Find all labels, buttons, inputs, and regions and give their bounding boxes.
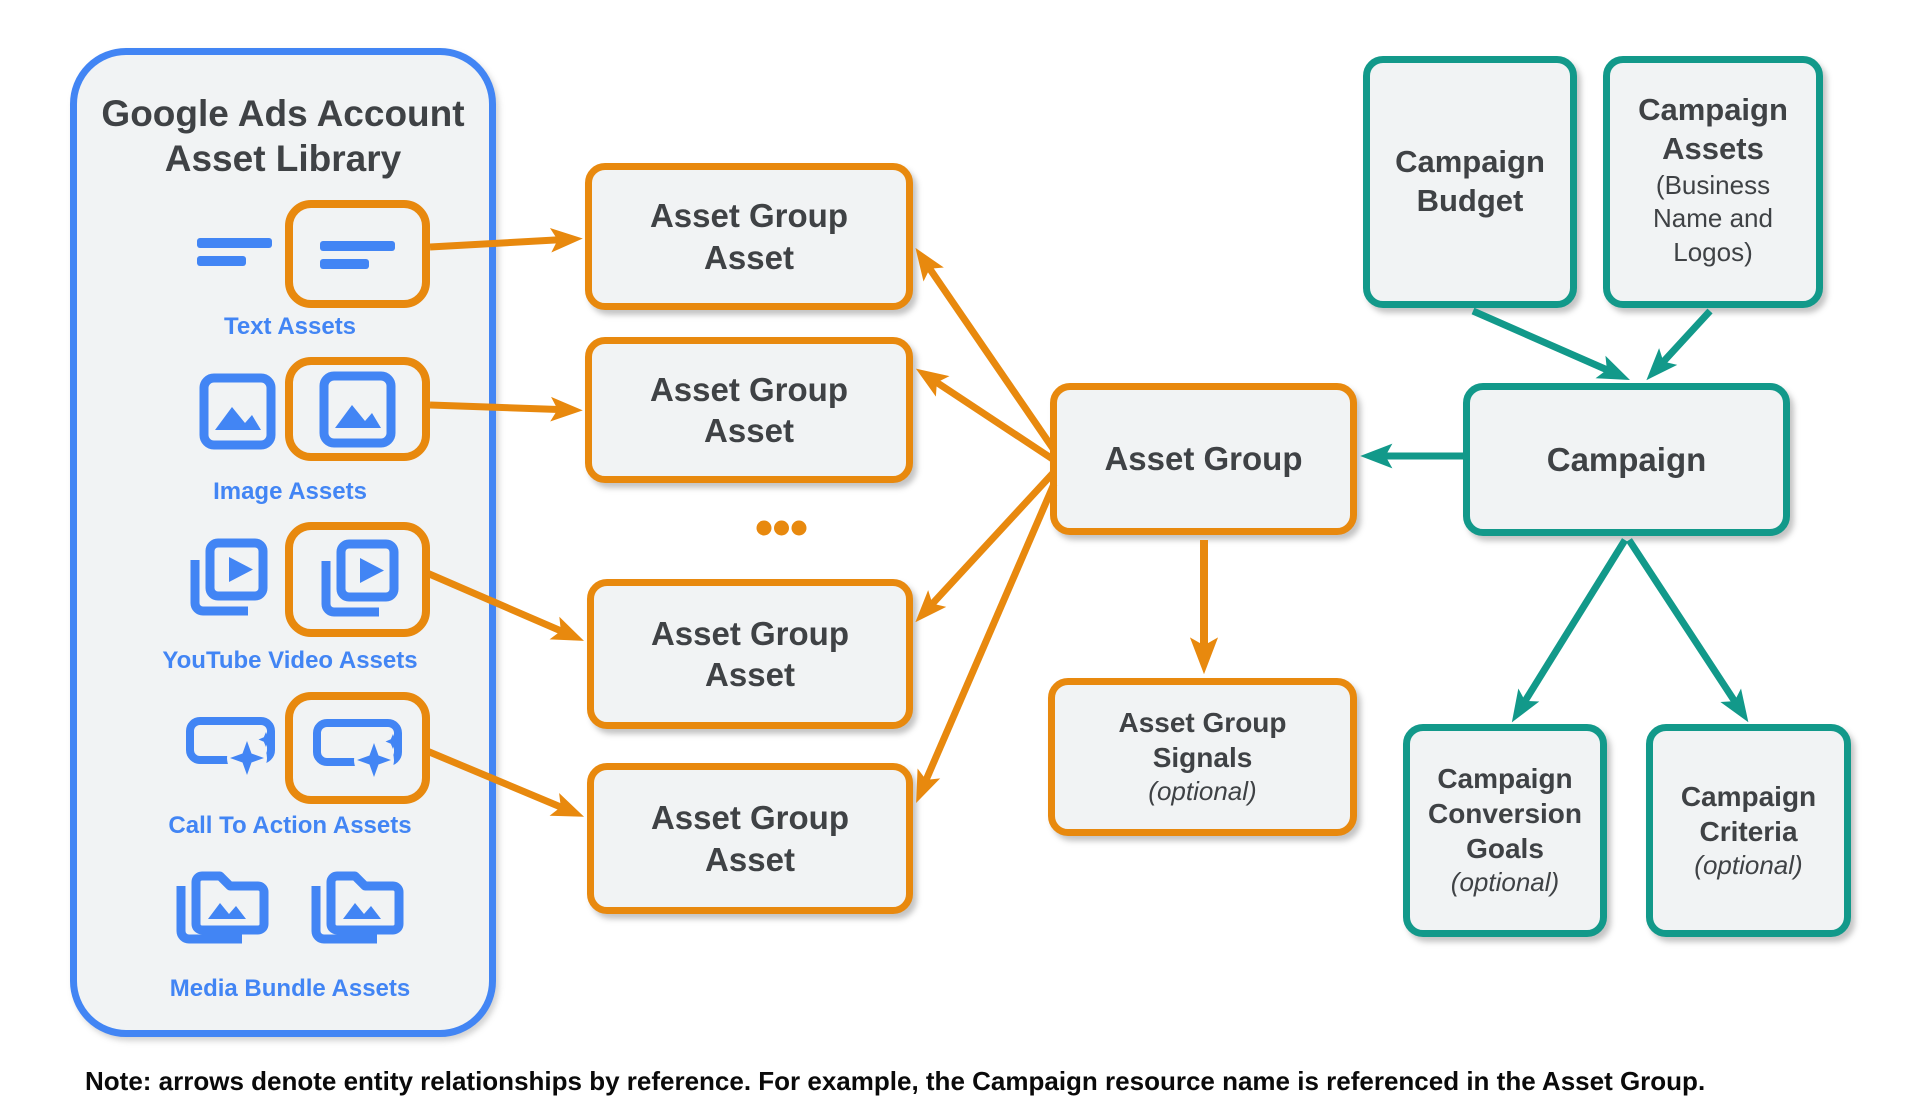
asset-group-asset-box-3: Asset Group Asset	[587, 579, 913, 729]
asset-group-asset-label: Asset Group Asset	[650, 614, 850, 693]
arrow-campaign-to-criteria	[1626, 538, 1749, 723]
call-to-action-assets-label: Call To Action Assets	[168, 812, 412, 839]
note-text: Note: arrows denote entity relationships…	[85, 1066, 1706, 1096]
asset-library-title: Google Ads Account Asset Library	[101, 93, 465, 180]
video-play-icon	[181, 534, 272, 623]
asset-group-asset-box-1: Asset Group Asset	[585, 163, 913, 310]
text-assets-label: Text Assets	[223, 313, 357, 340]
image-icon	[199, 373, 276, 450]
text-lines-icon	[319, 239, 397, 269]
campaign-label: Campaign	[1546, 440, 1707, 478]
campaign-assets-label: Campaign Assets	[1638, 92, 1788, 166]
ellipsis-icon	[756, 520, 807, 536]
asset-group-signals-optional: (optional)	[1148, 776, 1257, 807]
text-lines-icon	[196, 236, 274, 266]
image-assets-label: Image Assets	[213, 478, 367, 505]
asset-group-box: Asset Group	[1050, 383, 1357, 535]
selected-video-asset-box	[285, 522, 430, 637]
arrow-campaign-budget-to-campaign	[1471, 307, 1630, 380]
selected-image-asset-box	[285, 357, 430, 461]
asset-group-asset-label: Asset Group Asset	[649, 370, 849, 449]
campaign-assets-sublabel: (Business Name and Logos)	[1653, 169, 1773, 268]
youtube-video-assets-label: YouTube Video Assets	[162, 647, 418, 674]
cta-sparkle-icon	[186, 710, 276, 782]
campaign-budget-box: Campaign Budget	[1363, 56, 1577, 308]
asset-group-signals-box: Asset Group Signals (optional)	[1048, 678, 1357, 836]
selected-cta-asset-box	[285, 692, 430, 804]
asset-group-asset-box-2: Asset Group Asset	[585, 337, 913, 483]
campaign-conversion-goals-optional: (optional)	[1450, 867, 1560, 898]
asset-group-label: Asset Group	[1104, 440, 1303, 478]
campaign-budget-label: Campaign Budget	[1395, 144, 1545, 218]
selected-text-asset-box	[285, 200, 430, 308]
arrow-campaign-to-conversion-goals	[1511, 538, 1628, 723]
campaign-criteria-box: Campaign Criteria (optional)	[1646, 724, 1851, 937]
media-bundle-assets-label: Media Bundle Assets	[169, 975, 411, 1002]
asset-group-asset-box-4: Asset Group Asset	[587, 763, 913, 914]
asset-library-panel: Google Ads Account Asset Library Text As…	[70, 48, 496, 1037]
asset-group-asset-label: Asset Group Asset	[650, 799, 850, 878]
arrow-asset-group-to-asset-group-asset-3	[915, 469, 1057, 623]
asset-group-asset-label: Asset Group Asset	[649, 197, 849, 276]
campaign-assets-box: Campaign Assets (Business Name and Logos…	[1603, 56, 1823, 308]
campaign-criteria-label: Campaign Criteria	[1680, 780, 1817, 847]
campaign-box: Campaign	[1463, 383, 1790, 536]
media-folder-icon	[304, 861, 411, 950]
campaign-conversion-goals-label: Campaign Conversion Goals	[1427, 763, 1583, 865]
asset-group-signals-label: Asset Group Signals	[1118, 707, 1287, 774]
arrow-asset-group-to-asset-group-asset-1	[915, 247, 1057, 452]
campaign-criteria-optional: (optional)	[1694, 849, 1803, 880]
arrow-campaign-assets-to-campaign	[1646, 308, 1713, 381]
arrow-asset-group-to-asset-group-asset-2	[915, 368, 1056, 463]
image-icon	[319, 371, 396, 448]
video-play-icon	[312, 535, 403, 624]
campaign-conversion-goals-box: Campaign Conversion Goals (optional)	[1403, 724, 1607, 937]
media-folder-icon	[169, 861, 276, 950]
arrow-asset-group-to-asset-group-asset-4	[916, 482, 1058, 803]
cta-sparkle-icon	[312, 712, 403, 784]
